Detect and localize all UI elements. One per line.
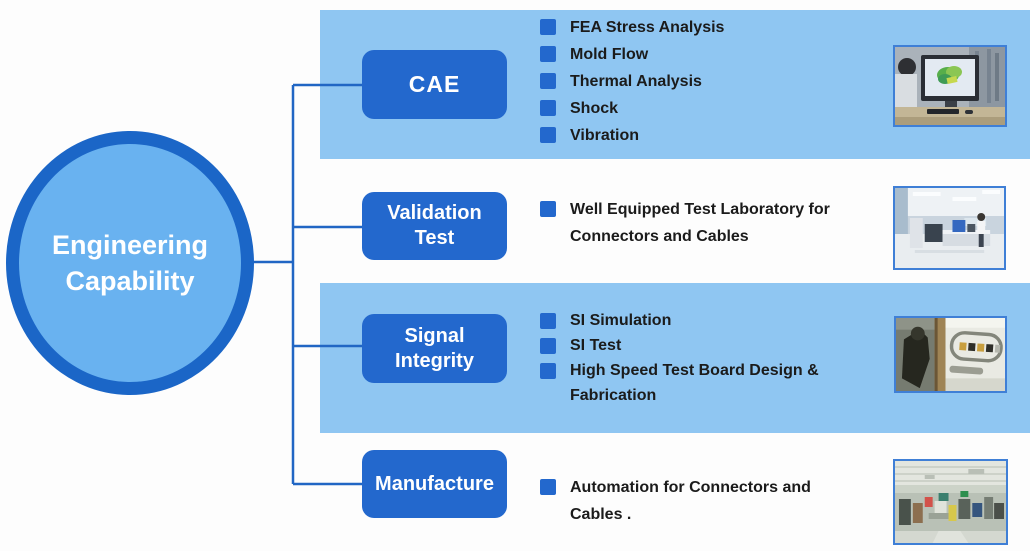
branch-node-manufacture: Manufacture [362, 450, 507, 518]
branch-node-validation-test: Validation Test [362, 192, 507, 260]
list-item-text: SI Simulation [570, 312, 672, 329]
list-item-text: High Speed Test Board Design & Fabricati… [570, 362, 819, 404]
list-item: SI Test [540, 333, 884, 358]
square-bullet-icon [540, 127, 556, 143]
square-bullet-icon [540, 479, 556, 495]
factory-floor-photo [893, 459, 1008, 545]
list-item: High Speed Test Board Design & Fabricati… [540, 358, 884, 408]
test-laboratory-photo [893, 186, 1006, 270]
branch-label-signal-integrity: Signal Integrity [395, 324, 474, 372]
list-item: Thermal Analysis [540, 68, 724, 95]
list-item-text: Automation for Connectors and Cables . [570, 479, 811, 523]
square-bullet-icon [540, 19, 556, 35]
root-label: Engineering Capability [51, 229, 208, 296]
square-bullet-icon [540, 338, 556, 354]
manufacture-item-list: Automation for Connectors and Cables . [540, 474, 862, 528]
list-item: FEA Stress Analysis [540, 14, 724, 41]
si-test-equipment-photo [894, 316, 1007, 393]
list-item: Vibration [540, 122, 724, 149]
list-item-text: SI Test [570, 337, 622, 354]
square-bullet-icon [540, 73, 556, 89]
list-item: Shock [540, 95, 724, 122]
root-node-engineering-capability: Engineering Capability [6, 131, 254, 395]
square-bullet-icon [540, 363, 556, 379]
validation-test-item-list: Well Equipped Test Laboratory for Connec… [540, 196, 876, 250]
square-bullet-icon [540, 201, 556, 217]
list-item-text: Mold Flow [570, 46, 649, 63]
list-item: SI Simulation [540, 308, 884, 333]
list-item: Automation for Connectors and Cables . [540, 474, 862, 528]
square-bullet-icon [540, 100, 556, 116]
branch-label-manufacture: Manufacture [375, 472, 494, 495]
square-bullet-icon [540, 46, 556, 62]
list-item-text: Shock [570, 100, 619, 117]
list-item-text: Well Equipped Test Laboratory for Connec… [570, 201, 830, 245]
list-item-text: FEA Stress Analysis [570, 19, 725, 36]
cae-workstation-photo [893, 45, 1007, 127]
list-item: Mold Flow [540, 41, 724, 68]
list-item-text: Thermal Analysis [570, 73, 702, 90]
square-bullet-icon [540, 313, 556, 329]
branch-label-cae: CAE [408, 71, 461, 98]
list-item: Well Equipped Test Laboratory for Connec… [540, 196, 876, 250]
branch-label-validation-test: Validation Test [387, 202, 482, 249]
cae-item-list: FEA Stress Analysis Mold Flow Thermal An… [540, 14, 724, 149]
branch-node-cae: CAE [362, 50, 507, 119]
branch-node-signal-integrity: Signal Integrity [362, 314, 507, 383]
signal-integrity-item-list: SI Simulation SI Test High Speed Test Bo… [540, 308, 884, 408]
list-item-text: Vibration [570, 127, 640, 144]
